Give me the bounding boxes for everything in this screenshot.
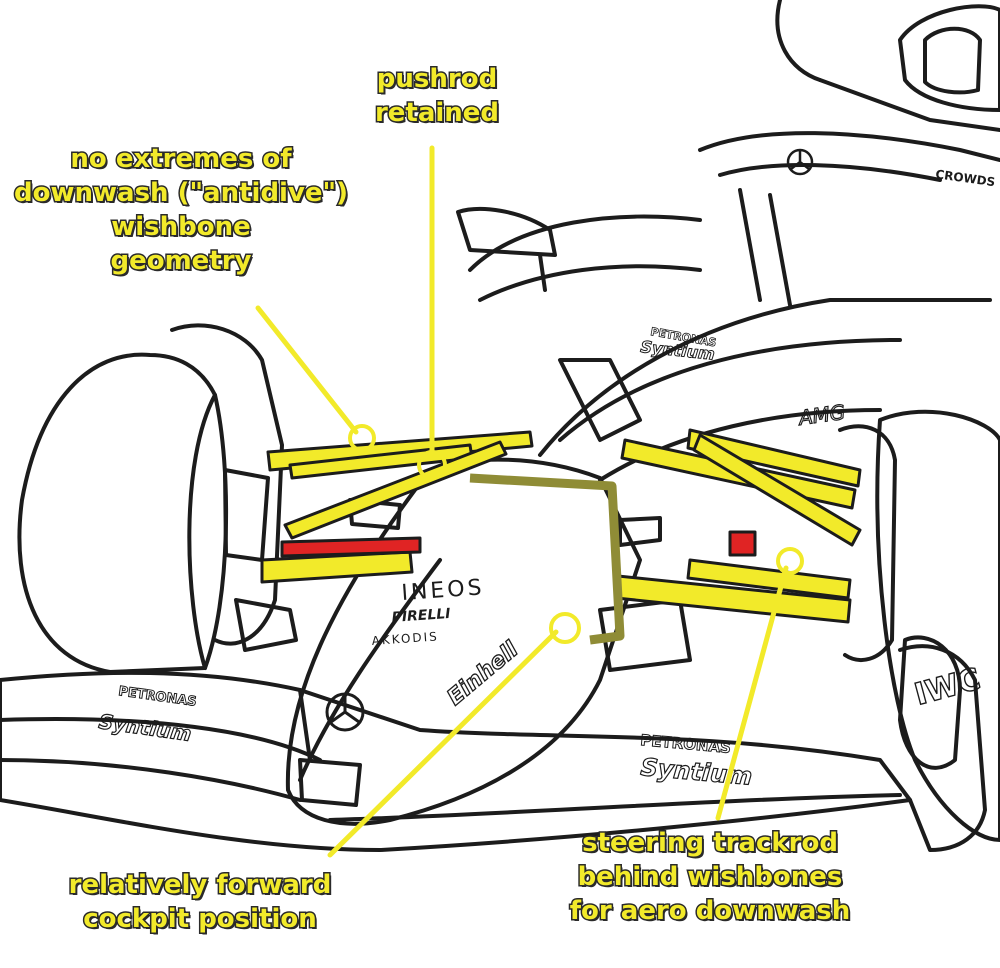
- callout-antidive-line-4: geometry: [109, 246, 253, 276]
- front-wing: [0, 670, 912, 852]
- right-upper-wishbone-rear: [686, 428, 862, 488]
- left-steering-trackrod: [280, 536, 422, 558]
- petronas-logo-left: PETRONAS: [117, 684, 197, 710]
- suspension-highlights: [260, 428, 862, 624]
- mercedes-star-halo-icon: [786, 148, 814, 176]
- leader-antidive: [255, 305, 359, 435]
- callout-cockpit: relatively forward cockpit position: [40, 870, 360, 934]
- target-pushrod: [417, 450, 447, 480]
- leader-cockpit: [327, 629, 559, 858]
- right-front-tyre: [875, 409, 1000, 842]
- right-endplate: [898, 644, 987, 852]
- akkodis-logo: AKKODIS: [371, 629, 439, 648]
- airbox: [898, 4, 1000, 112]
- leader-trackrod: [715, 565, 789, 821]
- target-cockpit: [549, 612, 581, 644]
- ineos-logo: INEOS: [401, 575, 486, 606]
- left-tyre-inner: [203, 393, 229, 670]
- target-trackrod: [776, 547, 804, 575]
- callout-leaders: [255, 145, 789, 858]
- left-pushrod: [283, 440, 508, 540]
- callout-antidive-line-2: downwash ("antidive"): [13, 178, 350, 208]
- monocoque: [538, 298, 992, 457]
- iwc-logo: IWC: [911, 662, 984, 713]
- cockpit-position-marker: [469, 473, 625, 645]
- pirelli-logo: PIRELLI: [391, 606, 451, 626]
- callout-antidive-line-1: no extremes of: [69, 144, 293, 174]
- halo: [698, 131, 1000, 162]
- petronas-logo-wing: PETRONAS: [640, 731, 732, 757]
- left-mirror: [456, 207, 557, 257]
- right-pushrod: [692, 433, 862, 547]
- right-lower-wishbone-rear: [686, 558, 852, 600]
- syntium-logo-left: Syntium: [97, 709, 193, 746]
- right-trackrod-mount: [728, 530, 757, 557]
- left-front-tyre: [17, 352, 217, 674]
- callout-targets: [348, 424, 804, 644]
- nose-cone: [285, 457, 642, 826]
- left-brake-duct: [170, 323, 284, 646]
- callout-pushrod-line-1: pushrod: [375, 64, 498, 94]
- mercedes-star-icon: [325, 692, 365, 732]
- callout-trackrod-line-2: behind wishbones: [576, 862, 844, 892]
- callout-trackrod-line-1: steering trackrod: [581, 828, 840, 858]
- callout-antidive: no extremes of downwash ("antidive") wis…: [0, 144, 362, 276]
- callout-pushrod: pushrod retained: [352, 64, 522, 128]
- crowdstrike-logo: CROWDS: [935, 167, 996, 189]
- callout-trackrod: steering trackrod behind wishbones for a…: [560, 828, 860, 926]
- callout-antidive-line-3: wishbone: [110, 212, 253, 242]
- car-line-art: [0, 0, 1000, 852]
- target-antidive: [348, 424, 376, 452]
- amg-logo: AMG: [795, 400, 846, 431]
- callout-cockpit-line-1: relatively forward: [67, 870, 333, 900]
- callout-pushrod-line-2: retained: [373, 98, 500, 128]
- callout-trackrod-line-3: for aero downwash: [568, 896, 852, 926]
- callout-cockpit-line-2: cockpit position: [82, 904, 319, 934]
